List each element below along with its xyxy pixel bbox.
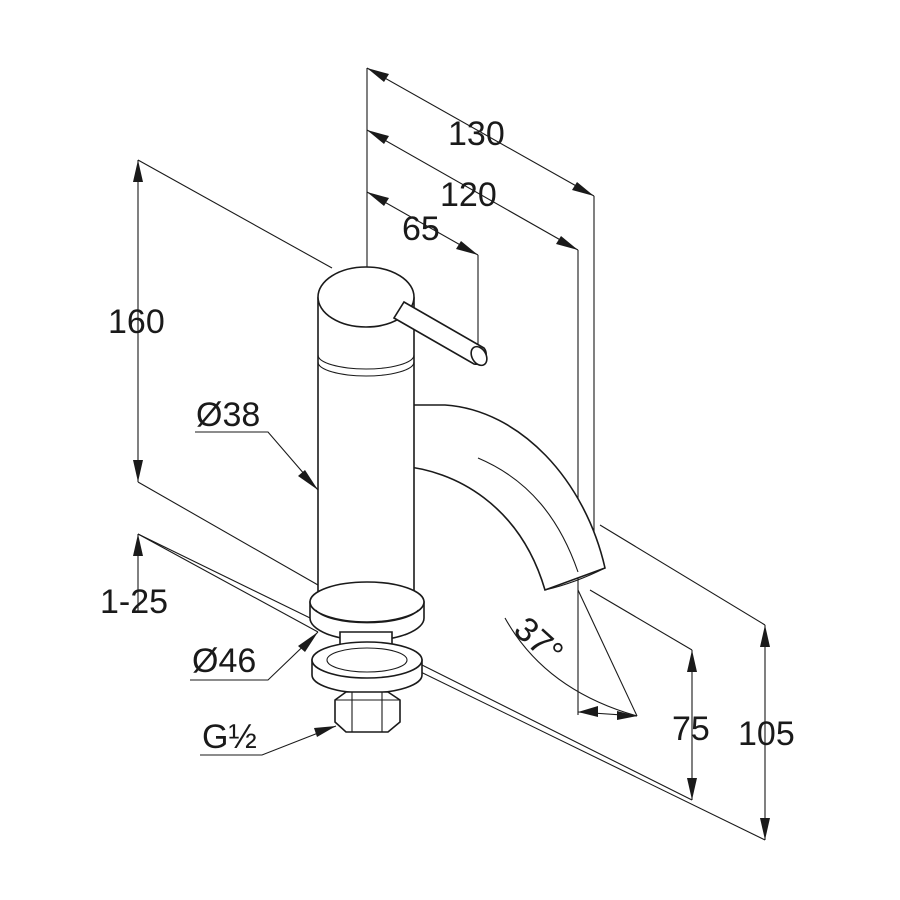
- label-height-total: 160: [108, 303, 165, 341]
- label-connection-thread: G½: [202, 718, 257, 756]
- label-width-total: 130: [448, 115, 505, 153]
- top-cap: [317, 266, 415, 328]
- hex-nut: [334, 691, 401, 733]
- dimension-labels: 130 120 65 160 Ø38 1-25 Ø46 G½ 37° 75 10…: [100, 115, 795, 756]
- label-base-diameter: Ø46: [192, 642, 256, 680]
- label-body-diameter: Ø38: [196, 396, 260, 434]
- arrowheads: [133, 68, 770, 840]
- label-width-spout: 120: [440, 176, 497, 214]
- faucet: [309, 266, 606, 733]
- label-outlet-height: 105: [738, 715, 795, 753]
- label-spout-angle: 37°: [507, 610, 571, 673]
- label-width-lever: 65: [402, 210, 440, 248]
- label-spout-height: 75: [672, 710, 710, 748]
- label-clamp-range: 1-25: [100, 583, 168, 621]
- faucet-body: [317, 297, 415, 606]
